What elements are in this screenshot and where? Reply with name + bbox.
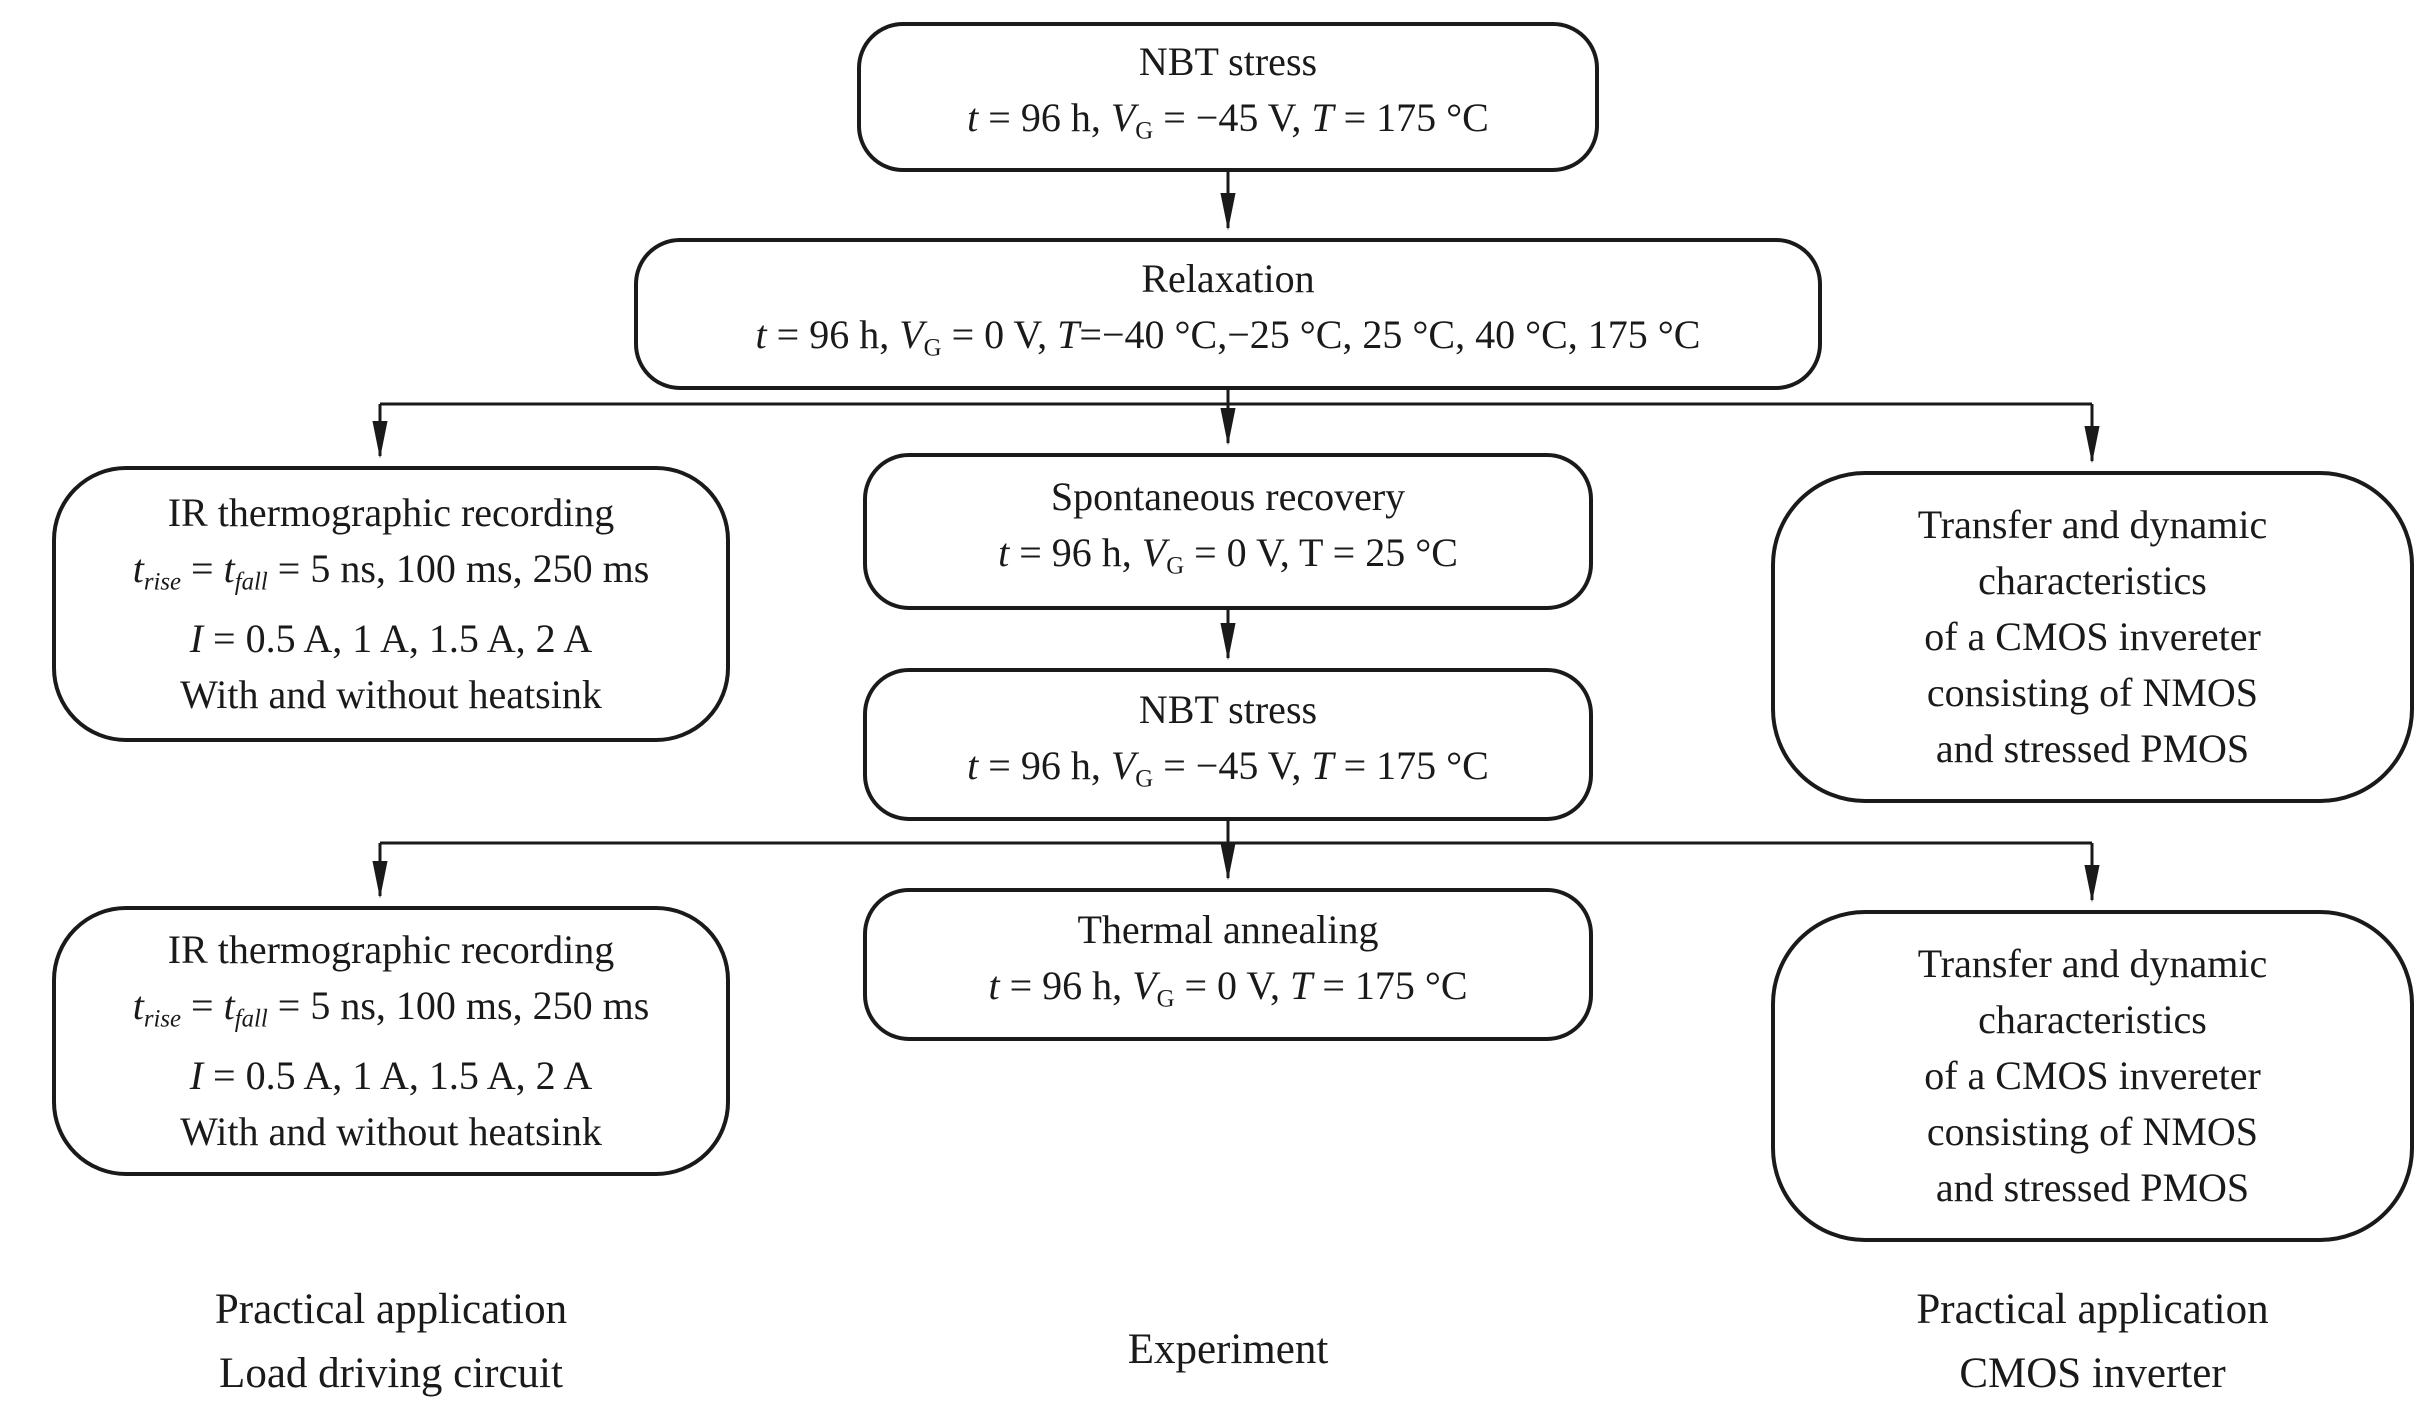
column-label-left-line2: Load driving circuit (219, 1350, 563, 1397)
node-ir-recording-1-current: I = 0.5 A, 1 A, 1.5 A, 2 A (189, 615, 593, 661)
column-label-load-driving-circuit: Practical application Load driving circu… (52, 1278, 730, 1406)
node-transfer-1-line4: consisting of NMOS (1926, 670, 2259, 715)
node-transfer-1-line5: and stressed PMOS (1935, 726, 2250, 771)
node-ir-recording-2-title: IR thermographic recording (167, 927, 615, 973)
node-transfer-1-line1: Transfer and dynamic (1917, 502, 2268, 547)
node-ir-recording-2: IR thermographic recording trise = tfall… (52, 906, 730, 1176)
node-transfer-2-line5: and stressed PMOS (1935, 1165, 2250, 1210)
node-transfer-1-line2: characteristics (1978, 558, 2207, 603)
node-transfer-characteristics-2: Transfer and dynamic characteristics of … (1771, 910, 2414, 1242)
node-thermal-annealing: Thermal annealing t = 96 h, VG = 0 V, T … (863, 888, 1593, 1041)
node-transfer-characteristics-1: Transfer and dynamic characteristics of … (1771, 471, 2414, 803)
node-nbt-stress-1: NBT stress t = 96 h, VG = −45 V, T = 175… (857, 22, 1599, 172)
column-label-right-line1: Practical application (1916, 1286, 2269, 1333)
column-label-left-line1: Practical application (214, 1286, 568, 1333)
node-nbt-stress-2: NBT stress t = 96 h, VG = −45 V, T = 175… (863, 668, 1593, 821)
node-transfer-1-line3: of a CMOS invereter (1924, 614, 2261, 659)
node-ir-recording-1-heatsink: With and without heatsink (180, 671, 602, 717)
node-thermal-annealing-title: Thermal annealing (1077, 906, 1379, 952)
node-ir-recording-1-timing: trise = tfall = 5 ns, 100 ms, 250 ms (132, 546, 650, 596)
node-ir-recording-1-title: IR thermographic recording (167, 490, 615, 536)
column-label-experiment: Experiment (863, 1318, 1593, 1382)
node-spontaneous-recovery-title: Spontaneous recovery (1050, 473, 1406, 519)
node-spontaneous-recovery: Spontaneous recovery t = 96 h, VG = 0 V,… (863, 453, 1593, 610)
node-relaxation-params: t = 96 h, VG = 0 V, T=−40 °C,−25 °C, 25 … (755, 312, 1701, 362)
node-transfer-2-line2: characteristics (1978, 997, 2207, 1042)
column-label-right-line2: CMOS inverter (1959, 1350, 2226, 1397)
node-transfer-2-line1: Transfer and dynamic (1917, 941, 2268, 986)
node-relaxation-title: Relaxation (1141, 256, 1315, 302)
node-ir-recording-2-heatsink: With and without heatsink (180, 1108, 602, 1154)
column-label-cmos-inverter: Practical application CMOS inverter (1771, 1278, 2414, 1406)
node-nbt-stress-1-title: NBT stress (1138, 39, 1318, 85)
node-ir-recording-2-current: I = 0.5 A, 1 A, 1.5 A, 2 A (189, 1052, 593, 1098)
node-thermal-annealing-params: t = 96 h, VG = 0 V, T = 175 °C (988, 962, 1468, 1013)
node-spontaneous-recovery-params: t = 96 h, VG = 0 V, T = 25 °C (998, 529, 1458, 580)
node-nbt-stress-2-title: NBT stress (1138, 686, 1318, 732)
node-relaxation: Relaxation t = 96 h, VG = 0 V, T=−40 °C,… (634, 238, 1822, 390)
node-ir-recording-2-timing: trise = tfall = 5 ns, 100 ms, 250 ms (132, 983, 650, 1033)
node-nbt-stress-2-params: t = 96 h, VG = −45 V, T = 175 °C (967, 742, 1489, 793)
node-transfer-2-line4: consisting of NMOS (1926, 1109, 2259, 1154)
node-transfer-2-line3: of a CMOS invereter (1924, 1053, 2261, 1098)
node-ir-recording-1: IR thermographic recording trise = tfall… (52, 466, 730, 742)
node-nbt-stress-1-params: t = 96 h, VG = −45 V, T = 175 °C (967, 95, 1489, 145)
column-label-center-line1: Experiment (1127, 1326, 1329, 1373)
